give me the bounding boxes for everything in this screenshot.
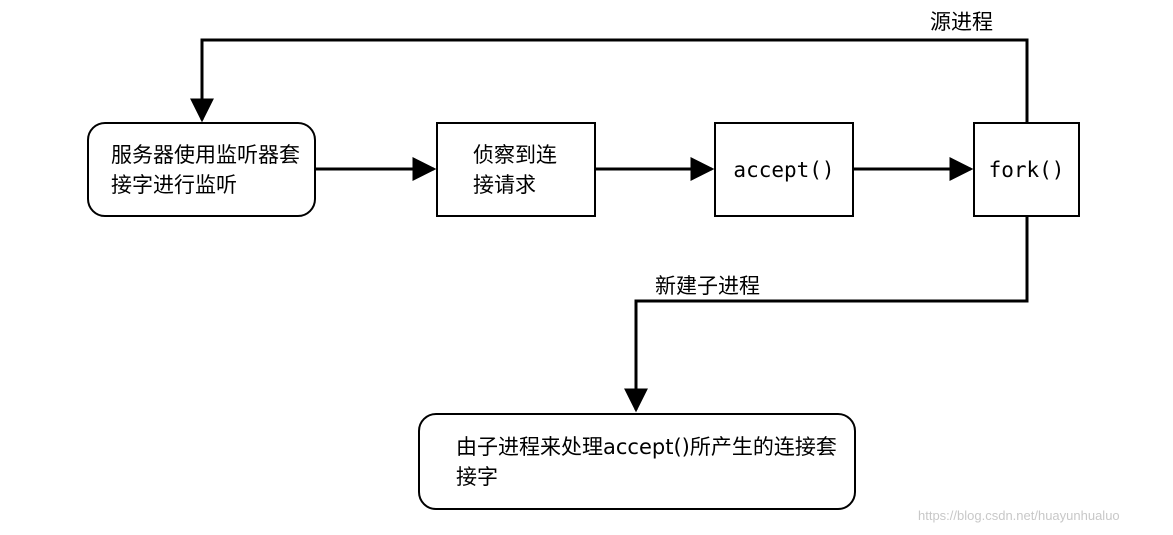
watermark: https://blog.csdn.net/huayunhualuo <box>918 508 1120 523</box>
arrow-fork-back-to-listen <box>190 38 1029 123</box>
node-fork-label: fork() <box>988 157 1065 182</box>
node-listen: 服务器使用监听器套接字进行监听 <box>87 122 316 217</box>
node-detect-label: 侦察到连接请求 <box>473 142 557 197</box>
arrow-fork-to-child <box>624 216 1029 413</box>
node-fork: fork() <box>973 122 1080 217</box>
node-listen-label: 服务器使用监听器套接字进行监听 <box>111 142 300 197</box>
node-detect: 侦察到连接请求 <box>436 122 596 217</box>
node-child-label: 由子进程来处理accept()所产生的连接套接字 <box>456 434 837 489</box>
node-accept: accept() <box>714 122 854 217</box>
node-accept-label: accept() <box>733 157 835 182</box>
node-child: 由子进程来处理accept()所产生的连接套接字 <box>418 413 856 510</box>
edge-label-new-child-process: 新建子进程 <box>655 274 760 298</box>
edge-label-source-process: 源进程 <box>930 10 993 34</box>
